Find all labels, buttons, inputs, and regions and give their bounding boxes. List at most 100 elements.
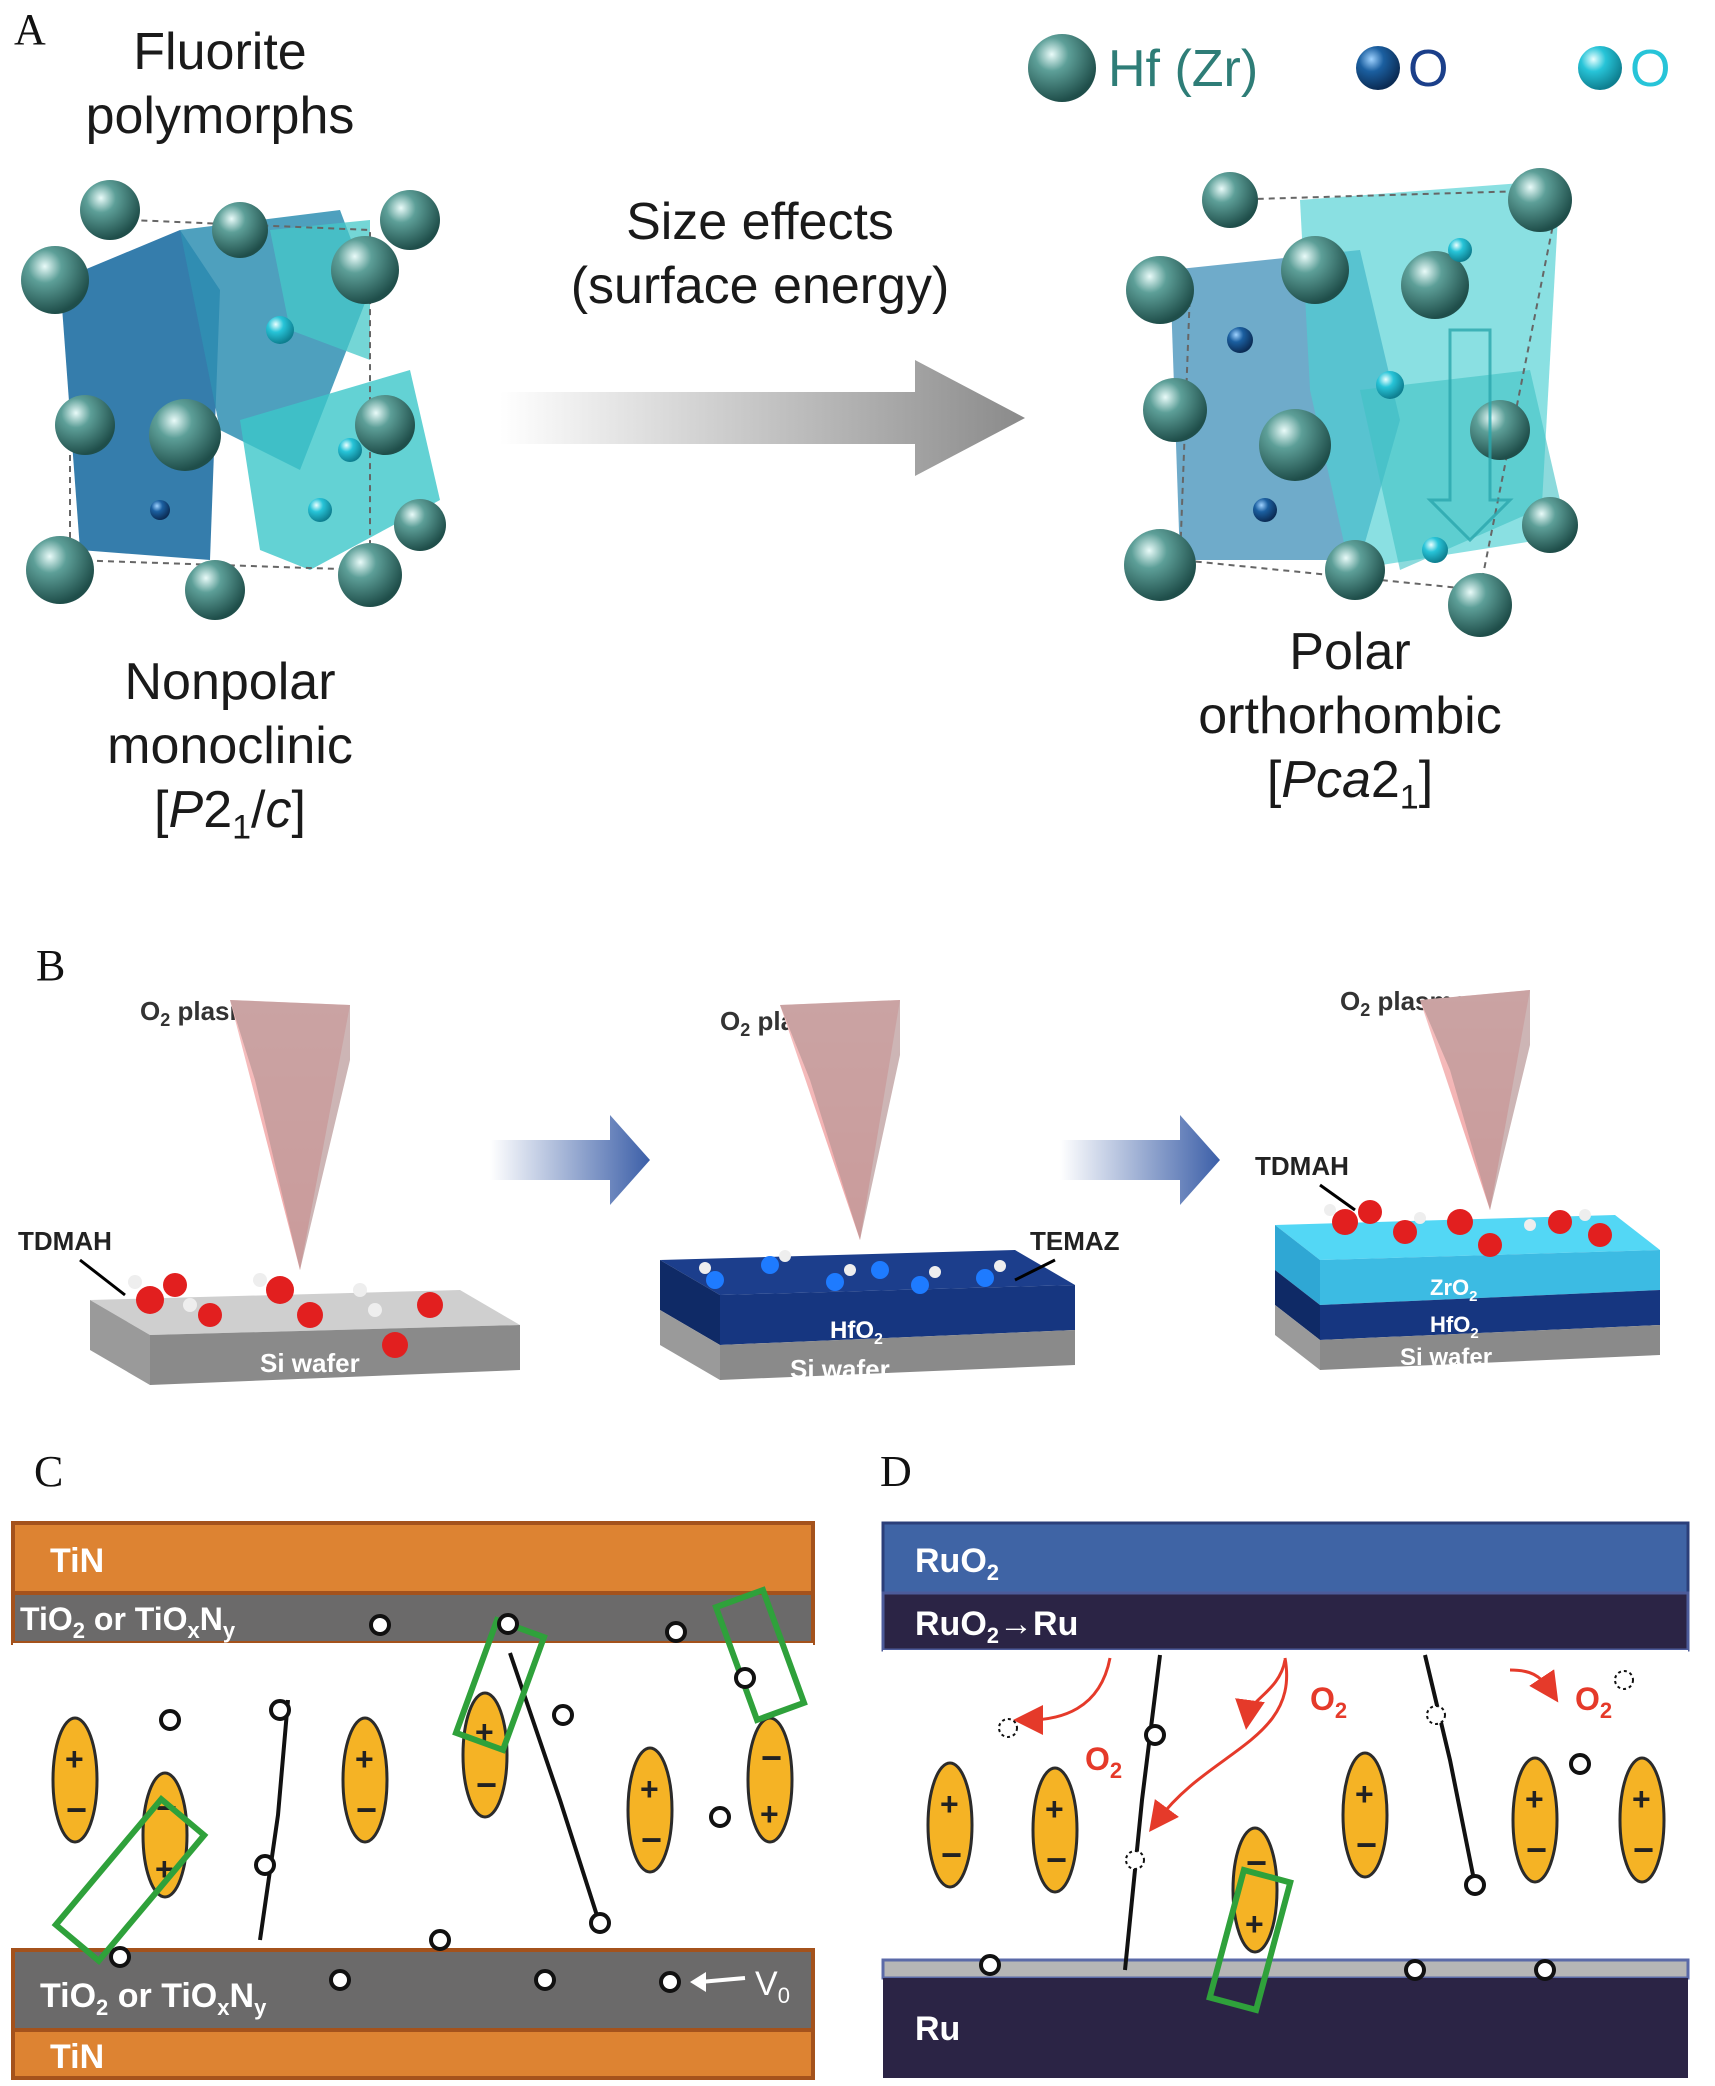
molecule-atom xyxy=(1588,1223,1612,1247)
bottom-interlayer-label: TiO2 or TiOxNy xyxy=(40,1977,267,2020)
minus-sign: − xyxy=(761,1737,782,1778)
bottom-ru-electrode xyxy=(883,1978,1688,2078)
panel-d-letter: D xyxy=(880,1447,912,1496)
layer-label: HfO2 xyxy=(830,1317,883,1348)
vacancy xyxy=(369,1614,391,1636)
cell-edges xyxy=(69,219,371,572)
layer-label: Si wafer xyxy=(260,1348,360,1378)
size-effects-arrow xyxy=(500,360,1025,476)
wafer-front xyxy=(90,1300,150,1385)
hf-atom xyxy=(338,543,402,607)
o-atoms xyxy=(150,316,362,522)
molecule-atom xyxy=(1324,1204,1336,1216)
layer-label: Si wafer xyxy=(790,1354,890,1384)
atom-legend: Hf (Zr) O O xyxy=(1028,34,1670,102)
dipole-domain: +− xyxy=(1511,1756,1559,1884)
o-atom xyxy=(1253,498,1277,522)
molecule-atom xyxy=(761,1256,779,1274)
vacancy xyxy=(1464,1874,1486,1896)
dipole-domain: +− xyxy=(341,1716,389,1844)
dotted-vacancies xyxy=(998,1670,1634,1870)
dipole-domain: +− xyxy=(51,1716,99,1844)
bottom-tin-electrode xyxy=(11,2028,815,2080)
bottom-ru-label: Ru xyxy=(915,2010,960,2048)
panel-a-letter: A xyxy=(14,5,46,54)
molecule-atom xyxy=(128,1275,142,1289)
minus-sign: − xyxy=(1046,1839,1067,1880)
vacancy xyxy=(534,1969,556,1991)
dipole-domain: +− xyxy=(1618,1756,1666,1884)
molecule-atom xyxy=(1358,1200,1382,1224)
trapped-charge-box xyxy=(452,1616,548,1754)
plus-sign: + xyxy=(640,1771,659,1807)
molecule-atom xyxy=(1393,1220,1417,1244)
precursor-label: TDMAH xyxy=(1255,1151,1349,1181)
hf-atom xyxy=(1522,497,1578,553)
hf-atom xyxy=(80,180,140,240)
molecule-atom xyxy=(911,1276,929,1294)
panel-c-letter: C xyxy=(34,1447,64,1496)
hf-atom xyxy=(55,395,115,455)
hfo2-side xyxy=(1320,1290,1660,1340)
molecules xyxy=(699,1250,1006,1294)
minus-sign: − xyxy=(1356,1824,1377,1865)
vacancy xyxy=(734,1667,756,1689)
vacancy xyxy=(429,1929,451,1951)
o-light-legend-label: O xyxy=(1630,40,1670,98)
hf-atom xyxy=(331,236,399,304)
right-caption-line-1: Polar xyxy=(1289,623,1411,681)
molecule-atom xyxy=(266,1276,294,1304)
ald-step-3: O2 plasma ZrO2 HfO2 Si wafer TDMAH xyxy=(1255,986,1660,1371)
precursor-pointer xyxy=(1014,1258,1056,1282)
o2-migration-arrow-icon xyxy=(1013,1657,1112,1735)
minus-sign: − xyxy=(1633,1829,1654,1870)
wafer-side xyxy=(720,1330,1075,1380)
vacancy-dotted xyxy=(1614,1670,1634,1690)
arrow-caption-line-2: (surface energy) xyxy=(570,257,950,315)
molecule-atom xyxy=(826,1273,844,1291)
left-caption: Nonpolar monoclinic [P21/c] xyxy=(50,650,410,859)
cell-edges xyxy=(1178,188,1562,592)
vacancy xyxy=(329,1969,351,1991)
ald-step-2: O2 plasma HfO2 Si wafer TEMAZ xyxy=(660,1000,1120,1384)
reduced-layer-label: RuO2→Ru xyxy=(915,1605,1078,1648)
o-atom xyxy=(150,500,170,520)
hf-atom xyxy=(1470,400,1530,460)
v0-arrowhead-icon xyxy=(690,1972,706,1992)
dipole-domain: +− xyxy=(626,1746,674,1874)
hf-atom xyxy=(149,399,221,471)
molecule-atom xyxy=(929,1266,941,1278)
vacancy xyxy=(709,1806,731,1828)
ru-capacitor-diagram: RuO2 RuO2→Ru Ru +− +− −+ +− +− +− O2 O2 … xyxy=(881,1521,1690,2078)
ald-process-diagram: O2 plasma Si wafer TDMAH O2 plasma xyxy=(18,986,1660,1385)
molecule-atom xyxy=(417,1292,443,1318)
right-caption: Polar orthorhombic [Pca21] xyxy=(1120,620,1580,829)
minus-sign: − xyxy=(476,1764,497,1805)
vacancy-dotted xyxy=(998,1718,1018,1738)
domain-wall xyxy=(258,1699,290,1941)
molecule-atom xyxy=(353,1283,367,1297)
vacancy xyxy=(552,1704,574,1726)
hf-atom xyxy=(26,536,94,604)
hf-atom-icon xyxy=(1028,34,1096,102)
molecule-atom xyxy=(382,1332,408,1358)
plus-sign: + xyxy=(1245,1906,1264,1942)
o-atom xyxy=(266,316,294,344)
molecules xyxy=(128,1273,443,1358)
o-atom xyxy=(1422,537,1448,563)
vacancy xyxy=(269,1699,291,1721)
o2-migration-arrow-icon xyxy=(1149,1657,1289,1833)
hf-atom xyxy=(1143,378,1207,442)
panel-a-left-title: Fluorite polymorphs xyxy=(40,20,400,148)
monoclinic-crystal xyxy=(21,180,446,620)
plus-sign: + xyxy=(1355,1776,1374,1812)
zro2-side xyxy=(1320,1250,1660,1305)
oxygen-vacancies xyxy=(109,1613,756,1993)
o2-label: O2 xyxy=(1085,1741,1122,1783)
minus-sign: − xyxy=(941,1834,962,1875)
hf-atom xyxy=(1508,168,1572,232)
left-space-group: [P21/c] xyxy=(154,781,306,847)
molecule-atom xyxy=(163,1273,187,1297)
dipole-domain: +− xyxy=(461,1691,509,1819)
ferroelectric-layer xyxy=(13,1643,813,1950)
